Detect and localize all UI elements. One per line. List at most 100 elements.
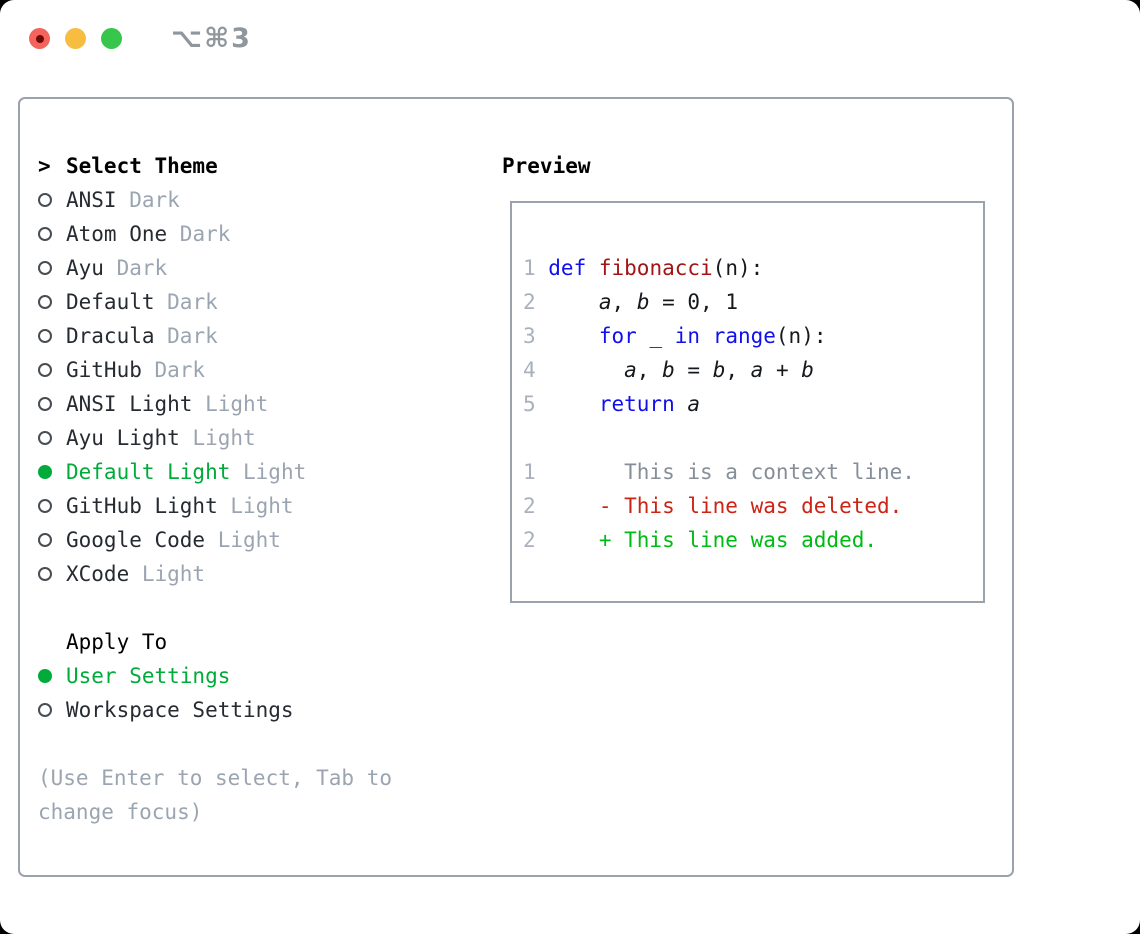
theme-variant-tag: Dark (167, 222, 231, 246)
line-number: 4 (523, 358, 536, 382)
code-token: b (801, 358, 814, 382)
code-token: , (725, 358, 751, 382)
code-token: a (624, 358, 637, 382)
code-token: a (750, 358, 764, 382)
cursor-icon: > (38, 154, 51, 178)
code-token: = (674, 358, 713, 382)
spacer (523, 421, 983, 455)
radio-icon (38, 261, 52, 275)
theme-name: ANSI (66, 188, 117, 212)
diff-text: + This line was added. (548, 528, 878, 552)
theme-option-github-light[interactable]: GitHub Light Light (38, 489, 438, 523)
theme-variant-tag: Dark (103, 256, 168, 280)
select-theme-title: Select Theme (66, 154, 218, 178)
code-token: b (662, 358, 675, 382)
code-line: 4 a, b = b, a + b (523, 353, 983, 387)
radio-icon (38, 533, 52, 547)
theme-variant-tag: Light (192, 392, 269, 416)
code-token: fibonacci (598, 256, 713, 280)
code-token (548, 324, 599, 348)
theme-variant-tag: Light (230, 460, 307, 484)
radio-icon (38, 193, 52, 207)
code-line: 2 a, b = 0, 1 (523, 285, 983, 319)
line-number: 3 (523, 324, 536, 348)
apply-option-label: User Settings (66, 664, 231, 688)
radio-icon (38, 703, 52, 717)
line-number: 5 (523, 392, 536, 416)
apply-to-title: Apply To (66, 630, 168, 654)
theme-option-xcode[interactable]: XCode Light (38, 557, 438, 591)
minimize-button[interactable] (65, 28, 86, 49)
apply-option-workspace-settings[interactable]: Workspace Settings (38, 693, 438, 727)
radio-icon (38, 329, 52, 343)
theme-option-default-light[interactable]: Default Light Light (38, 455, 438, 489)
selected-radio-icon (38, 465, 52, 479)
code-token: b (636, 290, 650, 314)
code-token: _ (636, 324, 675, 348)
line-number: 2 (523, 528, 536, 552)
code-line: 5 return a (523, 387, 983, 421)
line-number: 1 (523, 256, 536, 280)
code-token (675, 392, 688, 416)
theme-name: Default (66, 290, 155, 314)
radio-icon (38, 363, 52, 377)
theme-variant-tag: Dark (154, 324, 218, 348)
code-line: 3 for _ in range(n): (523, 319, 983, 353)
theme-option-github[interactable]: GitHub Dark (38, 353, 438, 387)
apply-to-header: Apply To (38, 625, 438, 659)
theme-option-dracula[interactable]: Dracula Dark (38, 319, 438, 353)
theme-name: ANSI Light (66, 392, 193, 416)
zoom-button[interactable] (101, 28, 122, 49)
theme-name: Ayu (66, 256, 104, 280)
theme-variant-tag: Dark (141, 358, 206, 382)
theme-option-ansi-light[interactable]: ANSI Light Light (38, 387, 438, 421)
radio-icon (38, 499, 52, 513)
diff-line-added: 2 + This line was added. (523, 523, 983, 557)
apply-option-user-settings[interactable]: User Settings (38, 659, 438, 693)
theme-variant-tag: Dark (154, 290, 218, 314)
code-token: (n): (712, 256, 764, 280)
theme-option-ayu-light[interactable]: Ayu Light Light (38, 421, 438, 455)
diff-line-deleted: 2 - This line was deleted. (523, 489, 983, 523)
theme-name: GitHub (66, 358, 142, 382)
theme-variant-tag: Light (179, 426, 256, 450)
theme-option-default[interactable]: Default Dark (38, 285, 438, 319)
preview-title: Preview (502, 154, 591, 178)
theme-option-ayu[interactable]: Ayu Dark (38, 251, 438, 285)
select-theme-header: > Select Theme (38, 149, 438, 183)
code-token: return (598, 392, 675, 416)
diff-line-context: 1 This is a context line. (523, 455, 983, 489)
code-token: b (712, 358, 726, 382)
radio-icon (38, 295, 52, 309)
theme-variant-tag: Light (217, 494, 294, 518)
code-token: a (687, 392, 701, 416)
code-token (700, 324, 713, 348)
close-button[interactable] (29, 28, 50, 49)
code-token: = 0, 1 (649, 290, 738, 314)
keyboard-hint: (Use Enter to select, Tab to change focu… (38, 766, 393, 824)
code-token (586, 256, 599, 280)
theme-variant-tag: Light (205, 528, 281, 552)
code-token (548, 290, 599, 314)
code-token: (n): (775, 324, 827, 348)
radio-icon (38, 397, 52, 411)
theme-option-atom-one[interactable]: Atom One Dark (38, 217, 438, 251)
diff-preview: 1 This is a context line.2 - This line w… (523, 455, 983, 557)
window-titlebar: ⌥⌘3 (29, 25, 252, 52)
theme-option-ansi[interactable]: ANSI Dark (38, 183, 438, 217)
diff-text: - This line was deleted. (548, 494, 903, 518)
diff-text: This is a context line. (548, 460, 915, 484)
theme-name: Dracula (66, 324, 155, 348)
code-token: + (763, 358, 802, 382)
theme-option-google-code[interactable]: Google Code Light (38, 523, 438, 557)
theme-name: Default Light (66, 460, 231, 484)
theme-name: Atom One (66, 222, 168, 246)
code-token (548, 358, 624, 382)
theme-variant-tag: Dark (116, 188, 180, 212)
